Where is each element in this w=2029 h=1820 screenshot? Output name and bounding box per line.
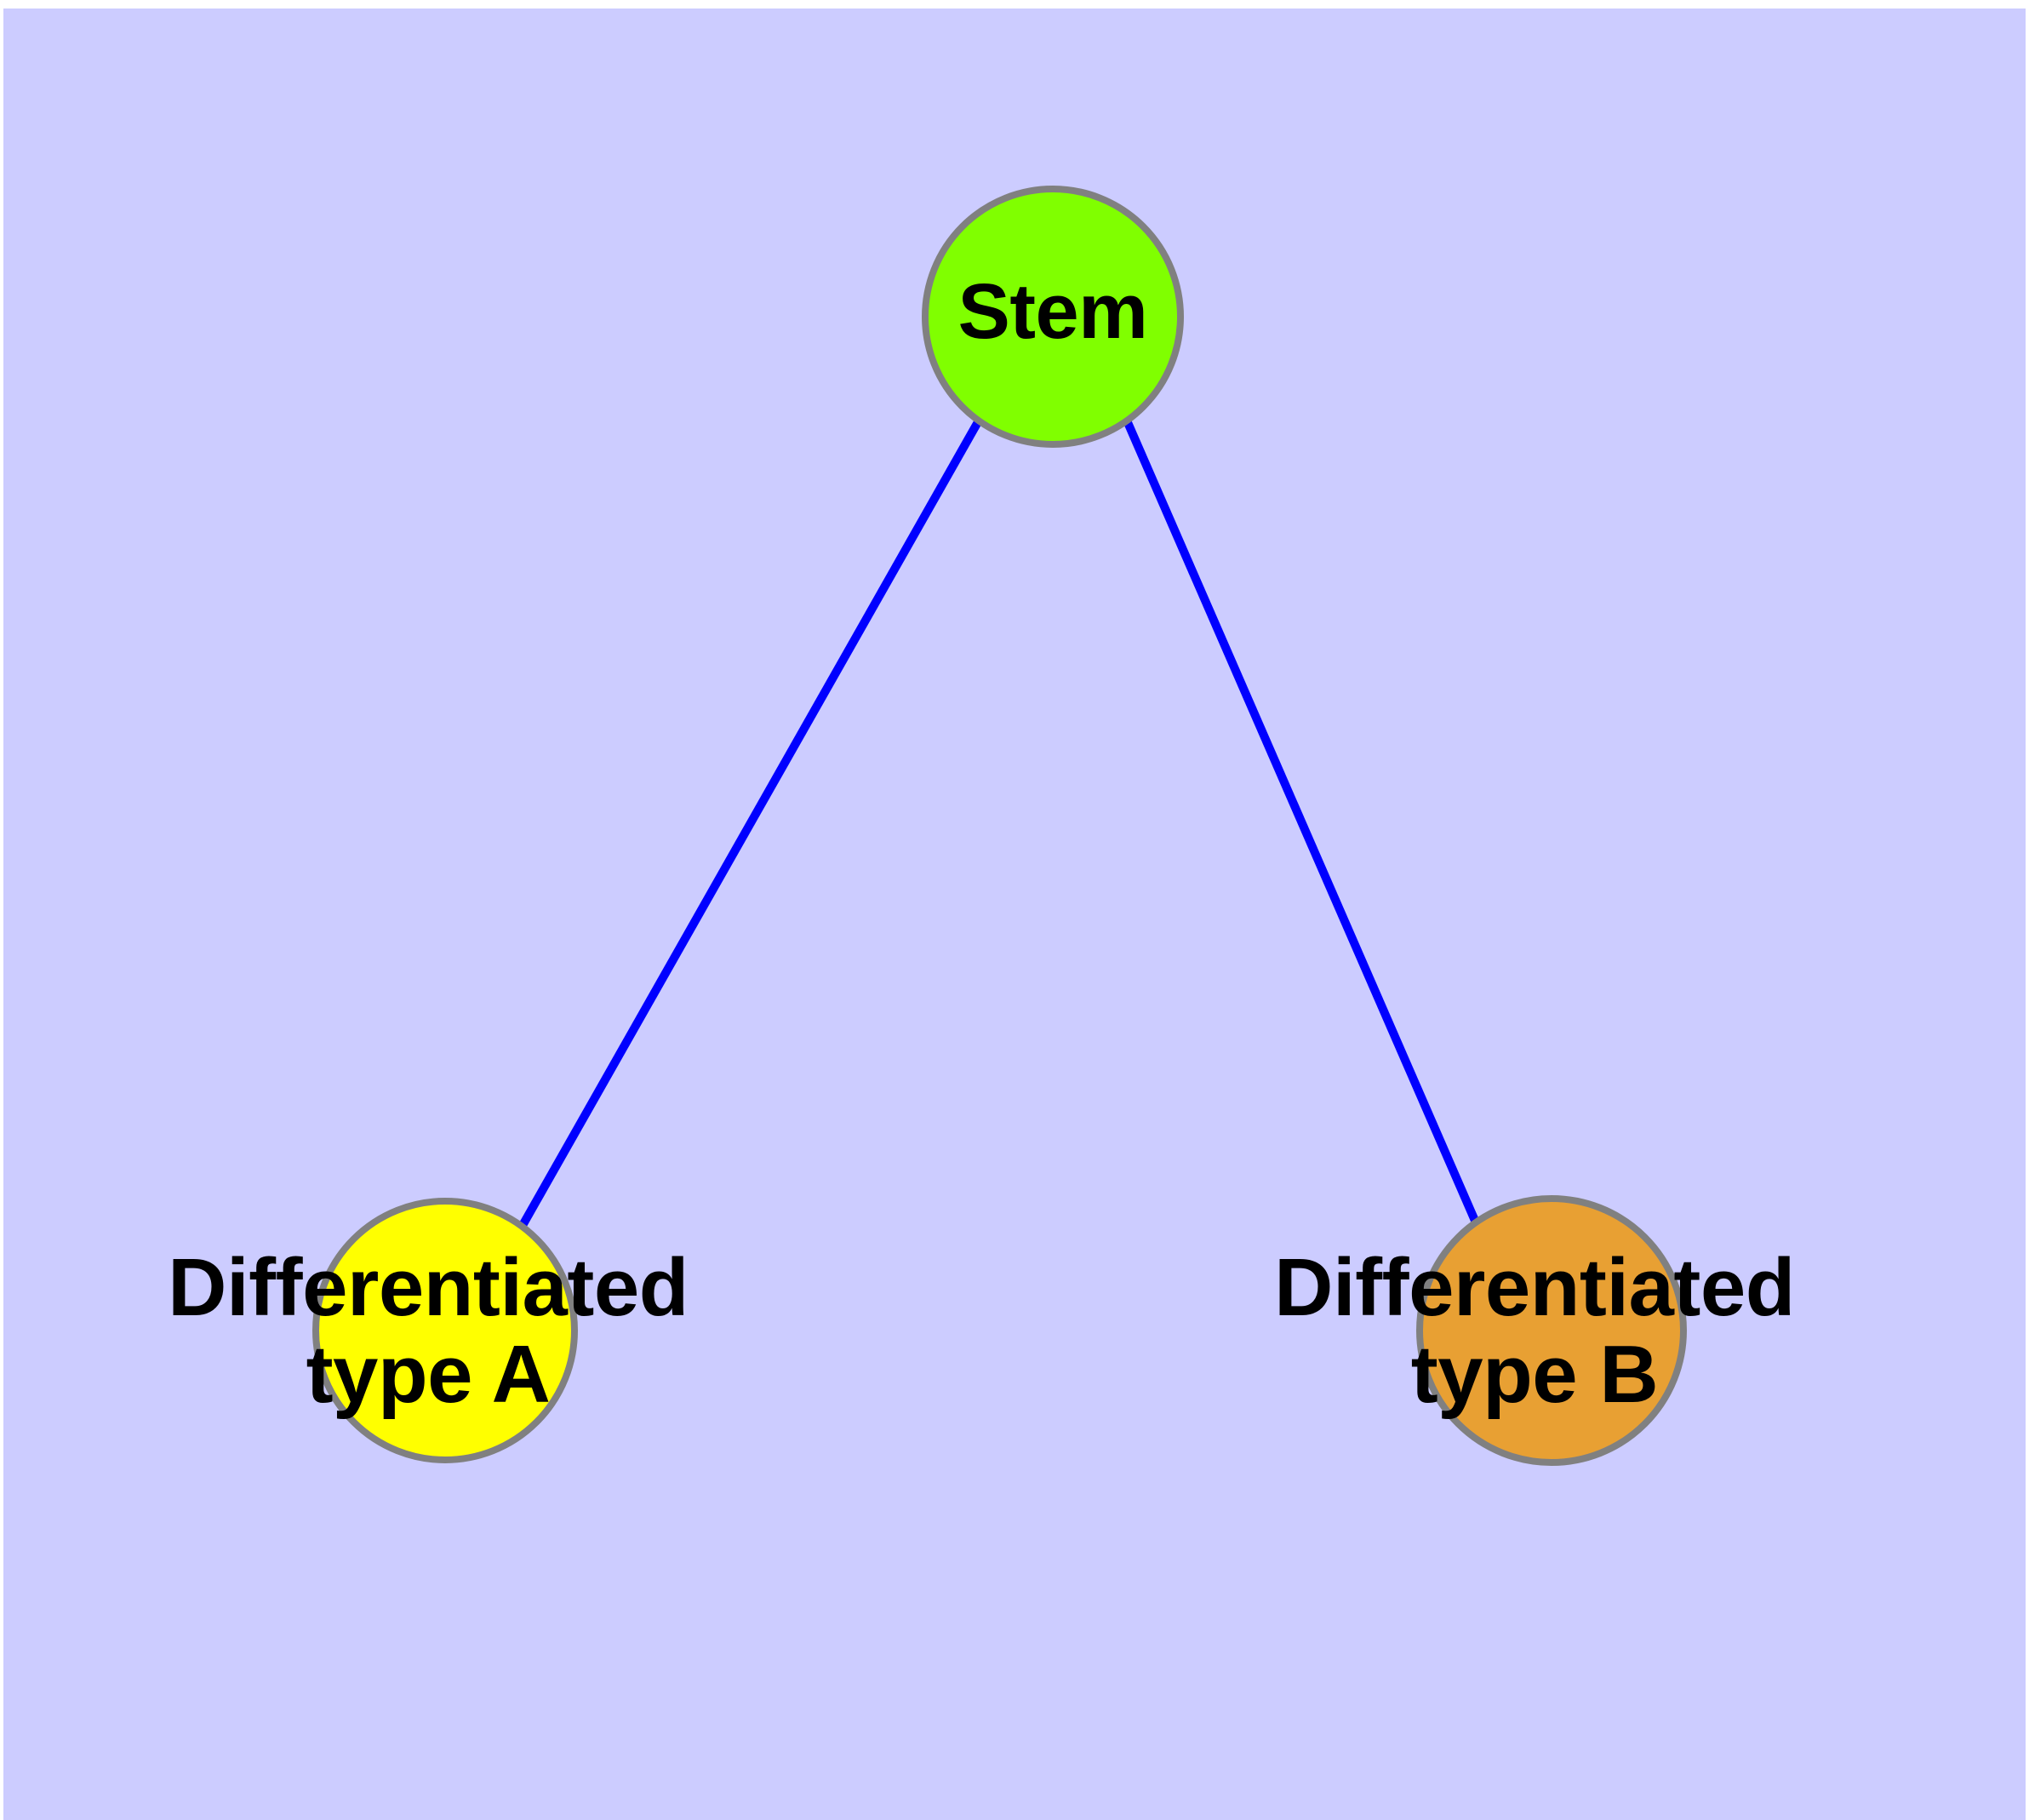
edge-stem-to-differentiated-type-b[interactable] <box>1123 419 1483 1230</box>
node-differentiated-type-a[interactable] <box>312 1198 578 1463</box>
node-differentiated-type-b[interactable] <box>1416 1195 1687 1466</box>
node-stem[interactable] <box>922 186 1184 448</box>
edge-stem-to-differentiated-type-a[interactable] <box>517 418 983 1231</box>
